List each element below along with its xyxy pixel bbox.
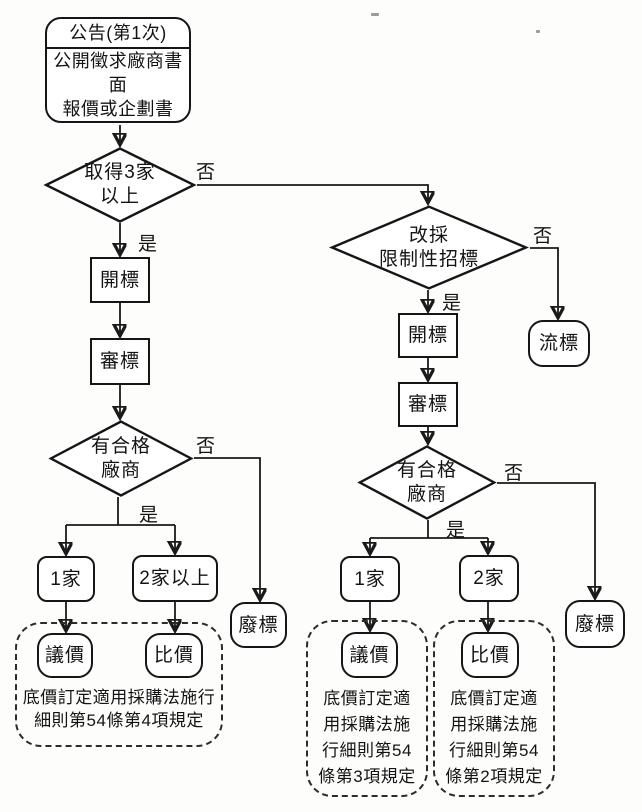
failed-bid-label: 流標 [538,333,579,354]
note-left-line1: 底價訂定適用採購法施行 [22,688,216,707]
start-node-announcement: 公告(第1次) 公開徵求廠商書面 報價或企劃書 [45,17,191,123]
negotiate-right-label: 議價 [349,644,390,666]
decision-qualified-left-line1: 有合格 [90,435,151,457]
decision-qualified-left: 有合格 廠商 [48,420,194,497]
review-bid-left-label: 審標 [99,351,140,372]
negotiate-right: 議價 [341,632,398,678]
decision-qualified-right-line2: 廠商 [406,483,447,505]
decision-three-vendors-label: 取得3家 以上 [84,161,156,209]
note-negotiate-right: 底價訂定適 用採購法施 行細則第54 條第3項規定 [310,686,424,790]
two-plus-vendors-left-label: 2家以上 [139,568,211,589]
start-node-title: 公告(第1次) [47,19,189,49]
edge-label-d1-yes: 是 [138,234,158,255]
void-bid-right: 廢標 [565,600,625,648]
start-body-line1: 公開徵求廠商書面 [53,51,183,95]
edge-label-d1-no: 否 [196,162,216,183]
note-compare-line4: 條第2項規定 [445,767,543,786]
compare-left: 比價 [145,633,203,678]
note-negotiate-line1: 底價訂定適 [323,689,411,708]
decision-three-vendors-line1: 取得3家 [84,162,156,183]
note-compare-line1: 底價訂定適 [450,689,538,708]
two-vendors-right-label: 2家 [473,568,505,589]
edge-label-d3-no: 否 [533,226,553,247]
open-bid-left-label: 開標 [99,269,140,291]
decision-three-vendors: 取得3家 以上 [43,147,197,223]
decision-qualified-right-label: 有合格 廠商 [397,459,457,507]
note-negotiate-line4: 條第3項規定 [318,767,416,786]
open-bid-right: 開標 [398,313,458,358]
note-left: 底價訂定適用採購法施行 細則第54條第4項規定 [20,686,218,732]
open-bid-left: 開標 [90,257,150,303]
compare-right-label: 比價 [469,644,510,666]
decision-qualified-left-line2: 廠商 [100,459,141,481]
edge-label-d3-yes: 是 [442,293,462,314]
two-vendors-right: 2家 [459,555,519,602]
negotiate-left: 議價 [37,633,93,678]
void-bid-right-label: 廢標 [574,613,615,635]
decision-qualified-right: 有合格 廠商 [357,445,497,520]
one-vendor-left: 1家 [37,556,95,602]
start-body-line2: 報價或企劃書 [62,99,174,119]
edge-label-d4-no: 否 [504,463,524,484]
decision-restricted-tender-label: 改採 限制性招標 [379,224,479,272]
edge-d4-no-to-voidR [497,482,595,596]
note-compare-line2: 用採購法施 [450,715,538,734]
note-container-compare-right [433,620,555,797]
edge-d3-no-to-fail [530,247,558,316]
start-node-body: 公開徵求廠商書面 報價或企劃書 [47,49,189,121]
review-bid-left: 審標 [90,338,150,385]
edge-d1-no-to-d3 [197,184,428,201]
review-bid-right-label: 審標 [407,394,448,415]
note-compare-line3: 行細則第54 [449,741,539,760]
decision-restricted-line1: 改採 [408,224,449,246]
two-plus-vendors-left: 2家以上 [132,555,218,602]
note-container-left [15,622,223,747]
decision-qualified-right-line1: 有合格 [396,459,457,481]
review-bid-right: 審標 [398,382,458,427]
decision-restricted-line2: 限制性招標 [378,248,479,270]
void-bid-left: 廢標 [230,602,287,648]
note-left-line2: 細則第54條第4項規定 [34,711,204,730]
scan-artifact [371,13,379,16]
edge-label-d2-no: 否 [196,436,216,457]
scan-artifact [536,30,540,33]
note-compare-right: 底價訂定適 用採購法施 行細則第54 條第2項規定 [437,686,551,790]
note-container-negotiate-right [306,620,428,797]
one-vendor-right: 1家 [340,556,400,602]
edge-label-d2-yes: 是 [139,505,159,526]
compare-left-label: 比價 [153,645,194,666]
decision-restricted-tender: 改採 限制性招標 [328,205,530,290]
one-vendor-left-label: 1家 [50,568,82,590]
failed-bid: 流標 [528,320,590,367]
edge-label-d4-yes: 是 [446,520,466,541]
edge-d2-no-to-voidL [194,457,260,598]
decision-three-vendors-line2: 以上 [99,186,140,207]
void-bid-left-label: 廢標 [238,614,279,636]
negotiate-left-label: 議價 [44,645,85,666]
decision-qualified-left-label: 有合格 廠商 [91,435,151,483]
note-negotiate-line2: 用採購法施 [323,715,411,734]
note-negotiate-line3: 行細則第54 [322,741,412,760]
one-vendor-right-label: 1家 [354,568,386,590]
compare-right: 比價 [461,632,519,678]
open-bid-right-label: 開標 [407,325,448,346]
